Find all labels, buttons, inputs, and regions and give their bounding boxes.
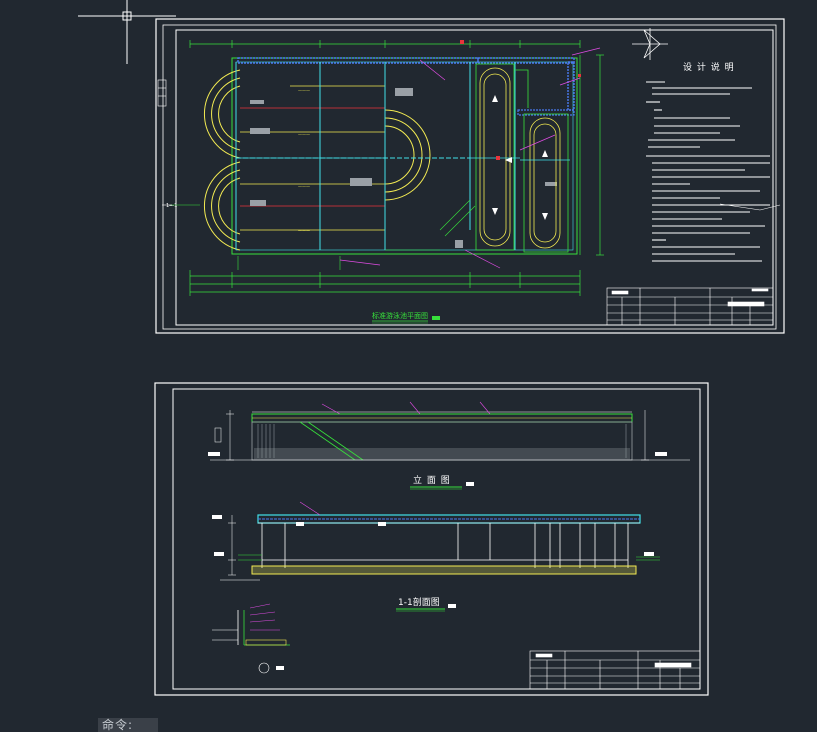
section-drawing[interactable] [212, 501, 660, 581]
svg-text:———: ——— [298, 228, 310, 233]
design-notes-title: 设 计 说 明 [683, 61, 735, 73]
command-line-prompt[interactable]: 命令: [98, 718, 158, 732]
design-notes-block: 设 计 说 明 [646, 61, 781, 262]
elevation-title-label: 立 面 图 [410, 474, 474, 490]
svg-text:1—1: 1—1 [166, 203, 177, 209]
svg-text:标准游泳池平面图: 标准游泳池平面图 [372, 311, 428, 320]
svg-text:1-1剖面图: 1-1剖面图 [398, 596, 440, 608]
section-mark-label: 1—1 [166, 203, 177, 209]
svg-text:———: ——— [298, 184, 310, 189]
plan-title-label: 标准游泳池平面图 [372, 311, 440, 324]
svg-text:立 面 图: 立 面 图 [413, 474, 451, 486]
svg-text:———: ——— [298, 132, 310, 137]
binding-marks [157, 79, 167, 107]
svg-text:———: ——— [298, 88, 310, 93]
elevation-drawing[interactable] [208, 401, 690, 461]
crosshair-cursor [78, 0, 176, 64]
north-arrow-icon [632, 28, 668, 60]
section-title-label: 1-1剖面图 [396, 596, 456, 612]
sheet-2-frame[interactable] [154, 382, 709, 696]
title-block-2 [529, 650, 701, 690]
pool-plan-drawing[interactable]: ——— ——— ——— ——— [162, 40, 604, 296]
title-block-1 [606, 287, 774, 326]
wall-detail-drawing[interactable] [212, 603, 290, 674]
sheet-1-frame[interactable] [155, 18, 785, 334]
